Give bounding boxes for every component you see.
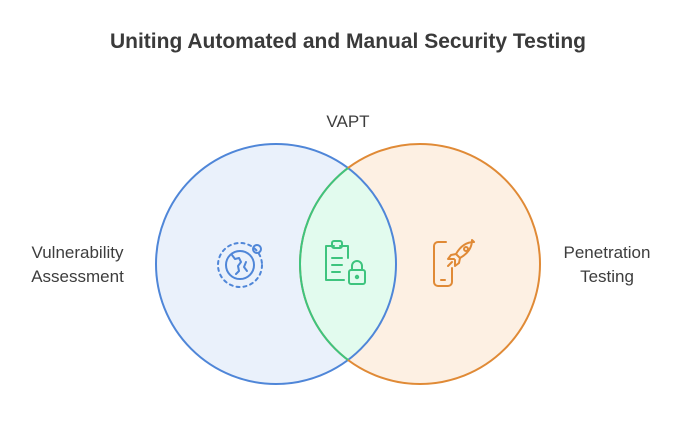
right-set-label-line1: Penetration [563,243,651,262]
phone-rocket-icon [433,239,475,287]
intersection-label: VAPT [326,112,370,131]
intersection-region [300,144,396,384]
right-set-label-line2: Testing [580,267,634,286]
left-set-label-line1: Vulnerability [31,243,124,262]
intersection-outline-right [299,144,396,384]
diagram-title: Uniting Automated and Manual Security Te… [109,30,587,53]
left-set-label: Vulnerability Assessment [10,241,145,289]
right-set-label: Penetration Testing [552,241,662,289]
globe-icon [217,242,263,288]
left-circle-outline [155,143,397,385]
left-set-label-line2: Assessment [31,267,124,286]
clipboard-lock-icon [325,240,366,285]
